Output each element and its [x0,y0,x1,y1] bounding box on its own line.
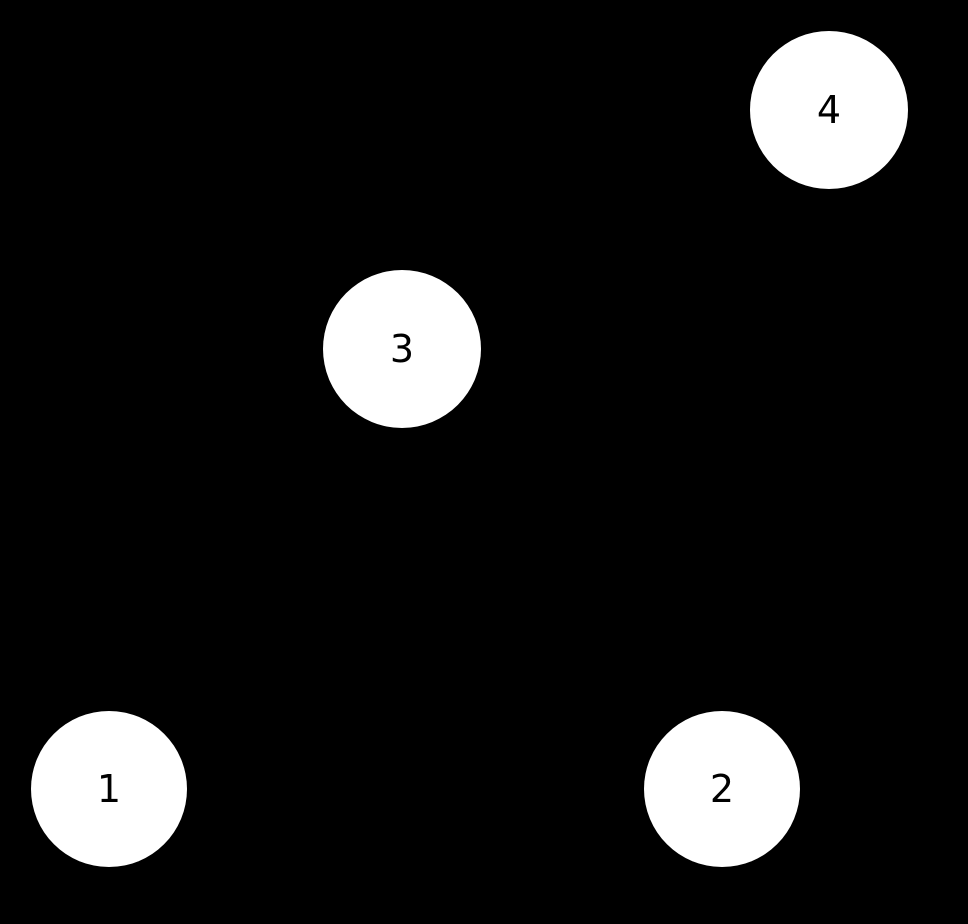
graph-node-2[interactable]: 2 [644,711,800,867]
graph-node-1[interactable]: 1 [31,711,187,867]
graph-node-3[interactable]: 3 [323,270,481,428]
graph-node-label: 1 [96,767,122,811]
graph-node-label: 4 [816,88,842,132]
graph-node-label: 3 [389,327,415,371]
graph-node-label: 2 [709,767,735,811]
graph-node-4[interactable]: 4 [750,31,908,189]
